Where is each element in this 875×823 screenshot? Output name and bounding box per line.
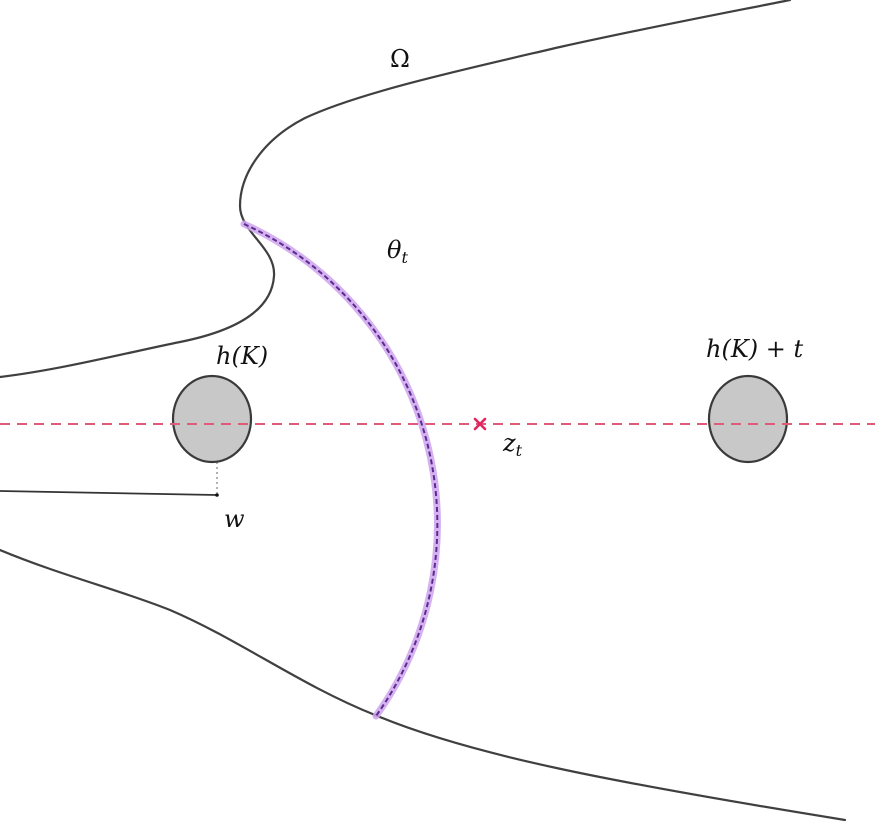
label-hk-right: h(K) + t: [706, 335, 803, 363]
crosscut-arc-halo: [240, 220, 441, 720]
label-omega: Ω: [390, 45, 410, 73]
label-w: w: [224, 505, 245, 533]
label-zt: zt: [502, 429, 523, 460]
label-theta-t: θt: [387, 236, 408, 267]
slit-line: [0, 490, 218, 496]
set-hk-left: [171, 374, 253, 464]
tip-point-w: [215, 493, 219, 497]
label-hk-left: h(K): [216, 342, 268, 370]
set-hk-right: [707, 374, 789, 464]
crosscut-arc: [243, 223, 439, 717]
point-zt-marker: [473, 417, 487, 431]
lower-boundary-curve: [0, 548, 847, 822]
upper-boundary-curve: [0, 0, 792, 379]
